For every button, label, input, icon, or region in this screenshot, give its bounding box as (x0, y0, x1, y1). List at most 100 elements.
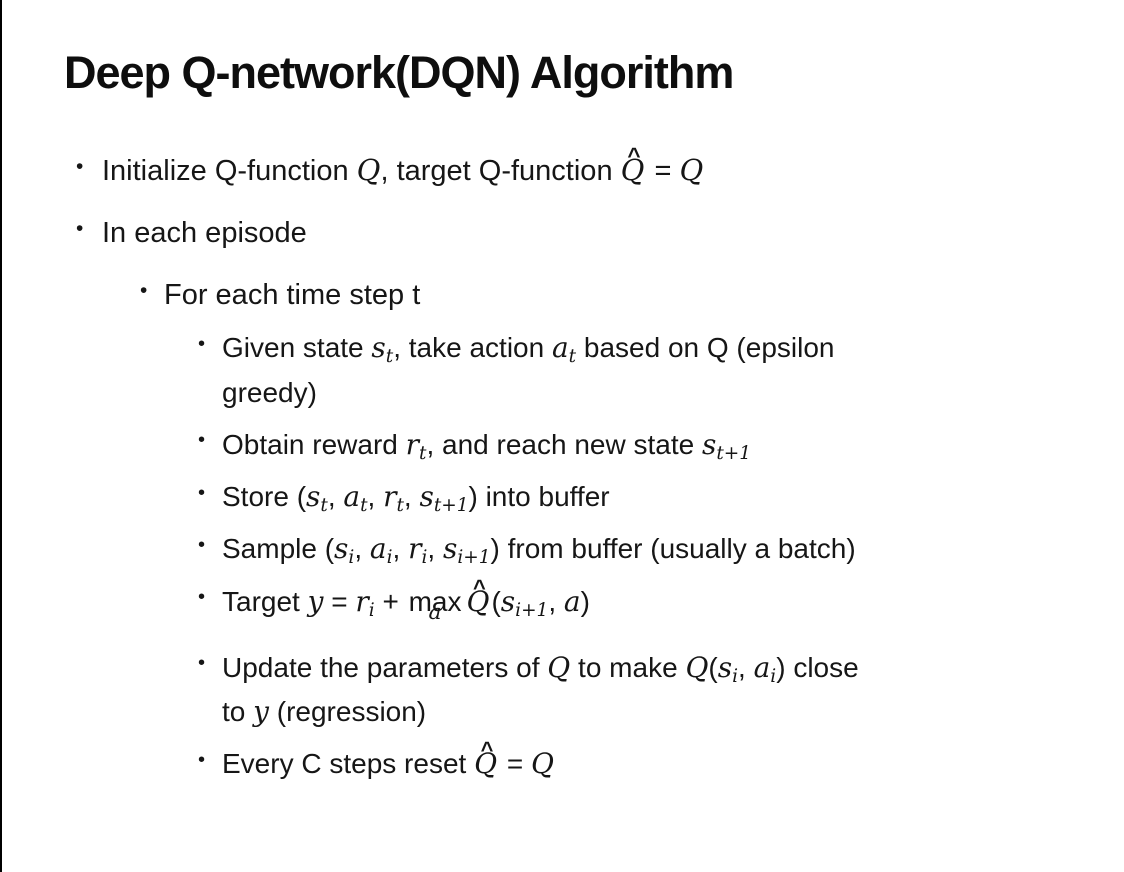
m-seg: y (253, 695, 269, 729)
m-seg: s (500, 584, 516, 618)
m-seg: Q (679, 153, 704, 187)
t-seg: , (738, 651, 754, 683)
m-seg: a (551, 331, 569, 365)
t-seg: to make (570, 651, 686, 683)
m-seg: Q (620, 153, 645, 187)
t-seg: ( (491, 585, 501, 617)
max-label: max (408, 585, 462, 617)
sub-seg: i (386, 547, 393, 569)
t-seg: Obtain reward (222, 428, 406, 460)
slide-left-border (0, 0, 2, 872)
t-seg: , take action (393, 332, 552, 364)
m-seg: Q (685, 650, 709, 684)
sub-seg: i (732, 666, 739, 688)
bullet-text: For each time step t (164, 273, 1096, 319)
bullet-item-initialize: • Initialize Q-function Q, target Q-func… (76, 143, 1096, 195)
m-seg: s (442, 532, 458, 566)
t-seg: greedy) (222, 376, 317, 408)
m-seg: r (355, 584, 369, 618)
m-seg: r (408, 532, 422, 566)
t-seg: Sample ( (222, 533, 335, 565)
t-seg: based on Q (epsilon (576, 332, 835, 364)
t-seg: , and reach new state (426, 428, 702, 460)
t-seg: , (403, 481, 420, 513)
t-seg: , (427, 533, 443, 565)
sub-seg: i (421, 547, 428, 569)
t-seg: Every C steps reset (222, 748, 475, 780)
bullet-text: Every C steps reset Q^ = Q (222, 739, 1096, 786)
bullet-item-episode: • In each episode (76, 211, 1096, 257)
sub-seg: i+1 (515, 599, 549, 621)
t-seg: + (374, 585, 407, 617)
t-seg: For each time step t (164, 278, 421, 311)
sub-seg: t (396, 495, 404, 517)
bullet-item-update: • Update the parameters of Q to make Q(s… (198, 646, 1096, 734)
m-seg: y (307, 584, 324, 618)
t-seg: Store ( (222, 481, 307, 513)
m-seg: s (371, 331, 386, 365)
t-seg: , (327, 481, 344, 513)
hat-icon: ^ (473, 574, 486, 600)
slide: Deep Q-network(DQN) Algorithm • Initiali… (64, 47, 1096, 786)
sub-seg: i (348, 547, 355, 569)
max-under-arg: a (428, 600, 442, 626)
q-hat-symbol: Q^ (474, 739, 497, 786)
sub-seg: t (385, 346, 394, 368)
bullet-item-sample: • Sample (si, ai, ri, si+1) from buffer … (198, 527, 1096, 571)
bullet-icon: • (140, 279, 148, 303)
sub-seg: t (568, 346, 577, 368)
t-seg: ) from buffer (usually a batch) (490, 533, 856, 565)
t-seg: , (548, 585, 564, 617)
t-seg: = (646, 155, 680, 187)
sub-seg: t (360, 495, 368, 517)
bullet-item-obtain-reward: • Obtain reward rt, and reach new state … (198, 423, 1096, 467)
bullet-icon: • (198, 748, 206, 771)
m-seg: r (405, 427, 420, 461)
sub-seg: t (419, 443, 427, 465)
m-seg: r (383, 480, 397, 514)
t-seg: , (367, 481, 384, 513)
sub-seg: t (320, 495, 328, 517)
t-seg: Target (222, 585, 308, 617)
bullet-icon: • (76, 217, 84, 241)
m-seg: s (717, 650, 733, 684)
m-seg: a (563, 584, 581, 618)
t-seg: In each episode (102, 216, 307, 249)
m-seg: a (343, 480, 361, 514)
bullet-icon: • (198, 429, 206, 452)
t-seg: , (392, 533, 409, 565)
m-seg: Q (466, 584, 490, 618)
t-seg: , target Q-function (380, 155, 621, 187)
m-seg: Q (547, 650, 571, 684)
slide-title: Deep Q-network(DQN) Algorithm (64, 47, 734, 98)
m-seg: s (419, 480, 434, 514)
t-seg: Given state (222, 332, 372, 364)
bullet-item-reset: • Every C steps reset Q^ = Q (198, 739, 1096, 786)
t-seg: ( (708, 651, 718, 683)
bullet-icon: • (198, 652, 206, 675)
bullet-icon: • (198, 332, 206, 355)
q-hat-symbol: Q^ (466, 574, 490, 624)
t-seg: = (323, 585, 356, 617)
t-seg: ) close (776, 651, 859, 683)
m-seg: s (306, 480, 321, 514)
t-seg: , (354, 533, 370, 565)
bullet-item-given-state: • Given state st, take action at based o… (198, 326, 1096, 414)
bullet-text: Store (st, at, rt, st+1) into buffer (222, 475, 1096, 519)
sub-seg: i+1 (457, 547, 491, 569)
t-seg: (regression) (268, 696, 427, 728)
bullet-text: Sample (si, ai, ri, si+1) from buffer (u… (222, 527, 1096, 571)
bullet-text: Initialize Q-function Q, target Q-functi… (102, 143, 1096, 195)
sub-seg: t+1 (716, 443, 751, 465)
sub-seg: t+1 (433, 495, 469, 517)
m-seg: Q (530, 747, 554, 781)
bullet-text: In each episode (102, 211, 1096, 257)
bullet-icon: • (76, 154, 84, 178)
sub-seg: i (368, 599, 375, 621)
m-seg: Q (356, 153, 381, 187)
m-seg: s (701, 427, 717, 461)
hat-icon: ^ (627, 143, 641, 169)
t-seg: ) (580, 585, 590, 617)
